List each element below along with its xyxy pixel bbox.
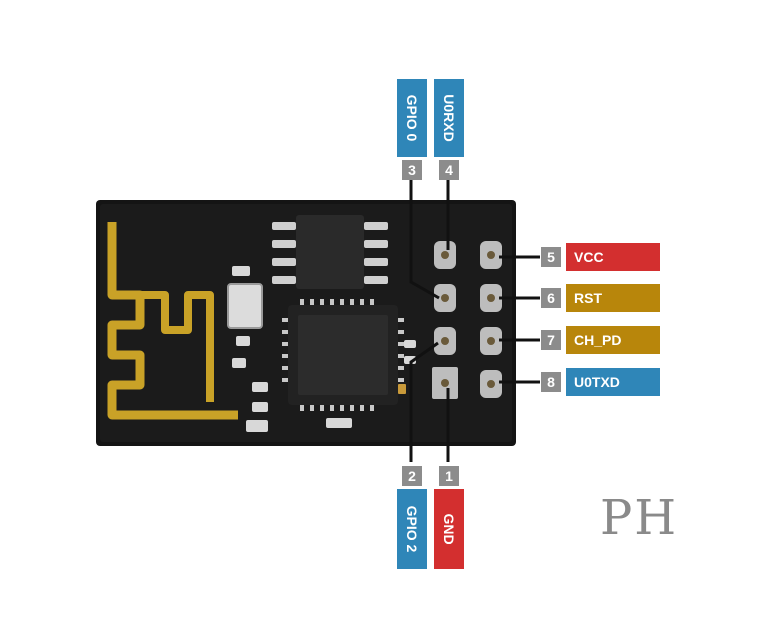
antenna-trace: [107, 222, 238, 420]
pin-leader-lines: [409, 180, 540, 462]
leader-pin-3: [409, 180, 440, 300]
led-indicator: [398, 384, 406, 394]
pin-4-number: 4: [439, 160, 459, 180]
pin-4-label: U0RXD: [434, 79, 464, 157]
pin-5-label: VCC: [566, 243, 660, 271]
antenna-meander: [140, 291, 214, 402]
flash-chip-legs: [272, 222, 388, 284]
pin-6-number: 6: [541, 288, 561, 308]
leader-pin-2: [409, 341, 439, 462]
header-pin-centers: [441, 251, 495, 388]
watermark-initials: PH: [600, 490, 679, 546]
crystal-oscillator: [227, 283, 263, 329]
soc-pads: [282, 299, 404, 411]
pin-1-label: GND: [434, 489, 464, 569]
pin-2-number: 2: [402, 466, 422, 486]
pin-8-label: U0TXD: [566, 368, 660, 396]
pin-1-number: 1: [439, 466, 459, 486]
pin-7-label: CH_PD: [566, 326, 660, 354]
soc-chip-die: [298, 315, 388, 395]
pin-5-number: 5: [541, 247, 561, 267]
pin-7-number: 7: [541, 330, 561, 350]
pin-6-label: RST: [566, 284, 660, 312]
pin-3-label: GPIO 0: [397, 79, 427, 157]
smd-components: [232, 266, 416, 432]
pin-8-number: 8: [541, 372, 561, 392]
pin-3-number: 3: [402, 160, 422, 180]
pin-2-label: GPIO 2: [397, 489, 427, 569]
flash-chip: [296, 215, 364, 289]
